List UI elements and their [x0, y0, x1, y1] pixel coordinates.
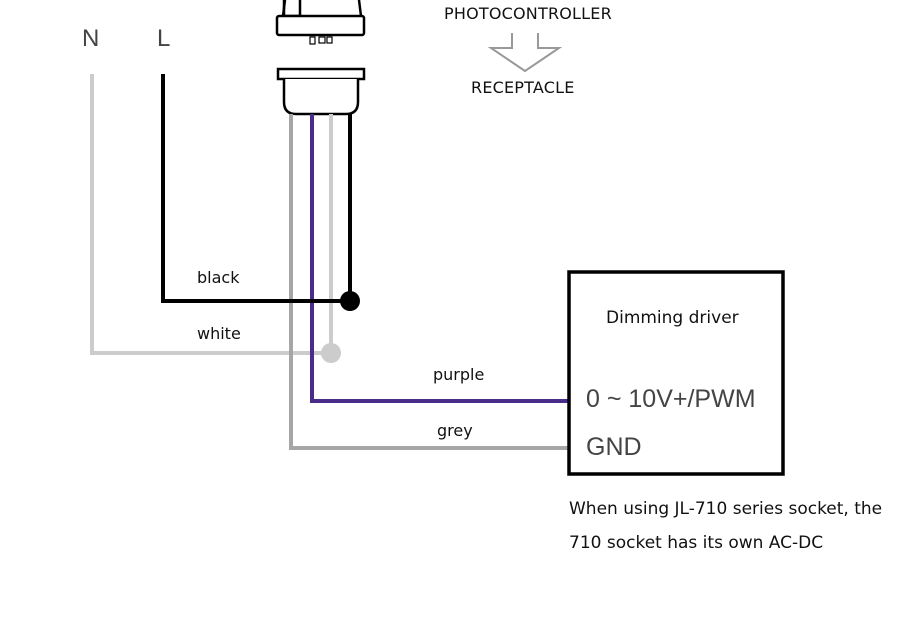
- driver-terminal-dim: 0 ~ 10V+/PWM: [586, 385, 756, 413]
- wire-white: [90, 74, 333, 355]
- down-arrow-icon: [487, 33, 563, 73]
- wire-purple: [310, 114, 570, 403]
- receptacle: [276, 67, 366, 116]
- wire-label-grey: grey: [437, 421, 473, 440]
- dimming-driver-box: [567, 270, 785, 476]
- receptacle-label: RECEPTACLE: [471, 78, 575, 97]
- photocontroller-prongs-icon: [309, 36, 333, 45]
- photocontroller-base: [275, 14, 366, 37]
- line-label: L: [157, 25, 171, 52]
- junction-black: [340, 291, 360, 311]
- wire-grey: [289, 114, 570, 450]
- junction-white: [321, 343, 341, 363]
- driver-title: Dimming driver: [606, 308, 739, 328]
- photocontroller-body: [282, 0, 302, 18]
- wire-label-black: black: [197, 268, 240, 287]
- note-line-2: 710 socket has its own AC-DC: [569, 533, 824, 553]
- photocontroller: [275, 0, 366, 45]
- driver-terminal-gnd: GND: [586, 433, 642, 461]
- neutral-label: N: [82, 25, 100, 52]
- wire-label-white: white: [197, 324, 241, 343]
- note-line-1: When using JL-710 series socket, the: [569, 499, 883, 519]
- receptacle-cup: [282, 79, 360, 116]
- wire-black: [161, 74, 352, 303]
- wire-label-purple: purple: [433, 365, 485, 384]
- photocontroller-label: PHOTOCONTROLLER: [444, 4, 612, 23]
- receptacle-rim: [276, 67, 366, 81]
